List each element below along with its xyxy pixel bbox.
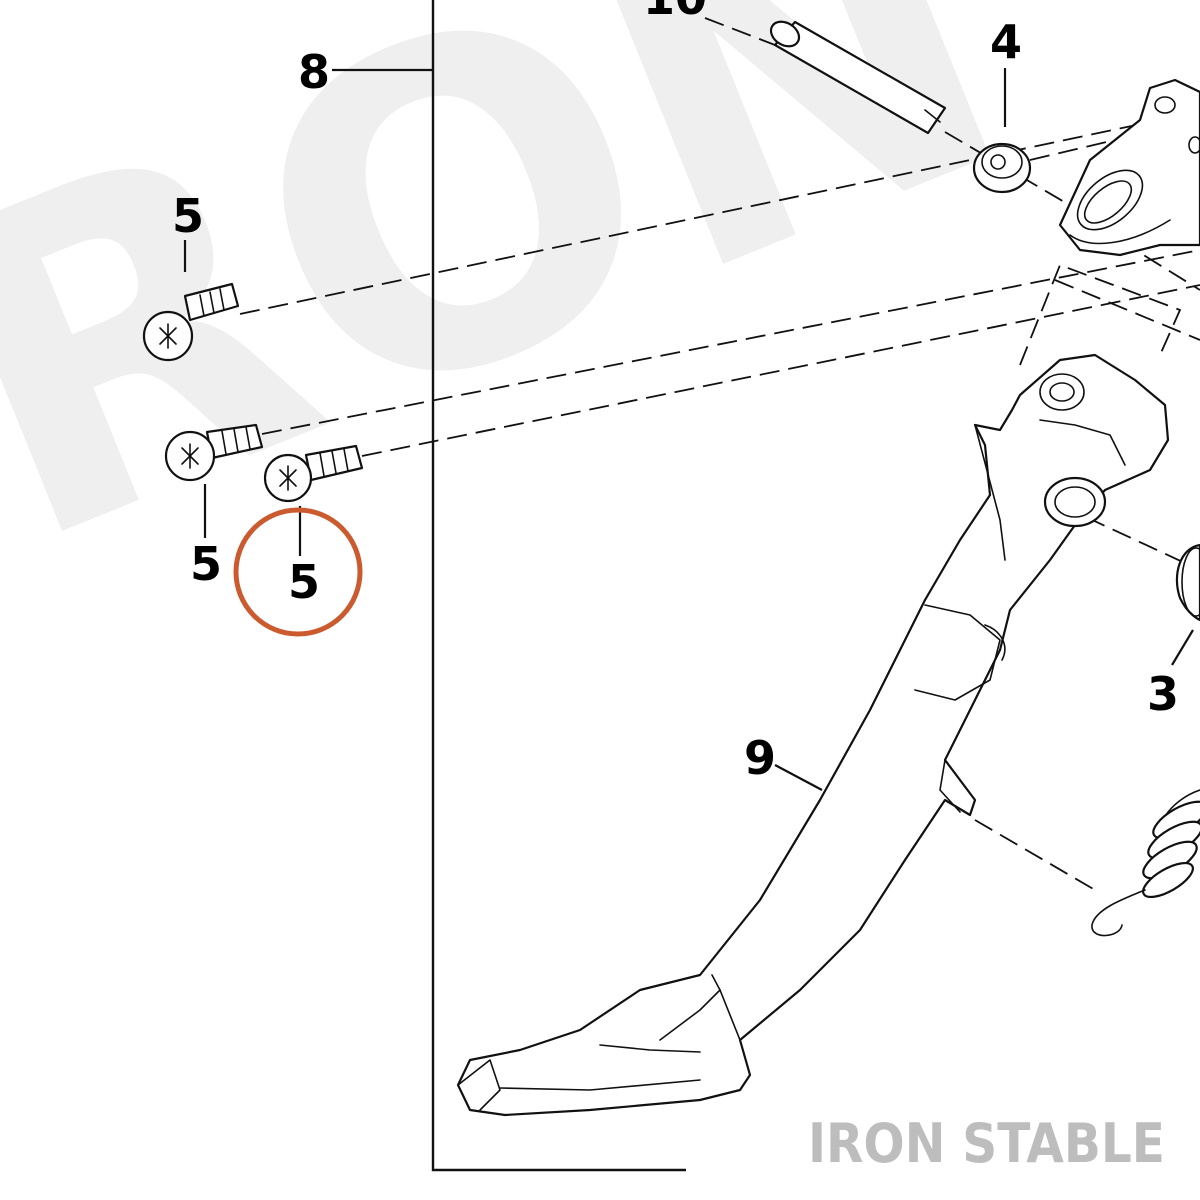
mounting-bracket [1058,78,1200,257]
screw-top-part-5 [142,282,240,362]
callout-9: 9 [744,731,776,785]
pivot-pin-part-10 [769,20,947,135]
callout-5-highlighted: 5 [288,555,320,609]
callout-5-mid: 5 [190,537,222,591]
highlight-circle [233,507,363,637]
screw-highlighted-part-5 [263,444,364,503]
brand-logo-text: IRON STABLE [808,1112,1165,1175]
callout-8: 8 [298,45,330,99]
callout-4: 4 [990,15,1022,69]
callout-3: 3 [1147,667,1179,721]
frame-bracket-8 [332,0,686,1172]
callout-10: 10 [643,0,707,25]
screw-mid-part-5 [164,423,264,482]
spring [1091,789,1200,937]
leader-lines [183,68,1194,791]
side-stand-part-9 [456,353,1170,1117]
bushing-part-4 [972,142,1032,194]
callout-5-top: 5 [172,189,204,243]
callouts: 10 8 4 5 5 5 3 9 [172,0,1179,785]
spacer-part-3 [1175,543,1200,622]
